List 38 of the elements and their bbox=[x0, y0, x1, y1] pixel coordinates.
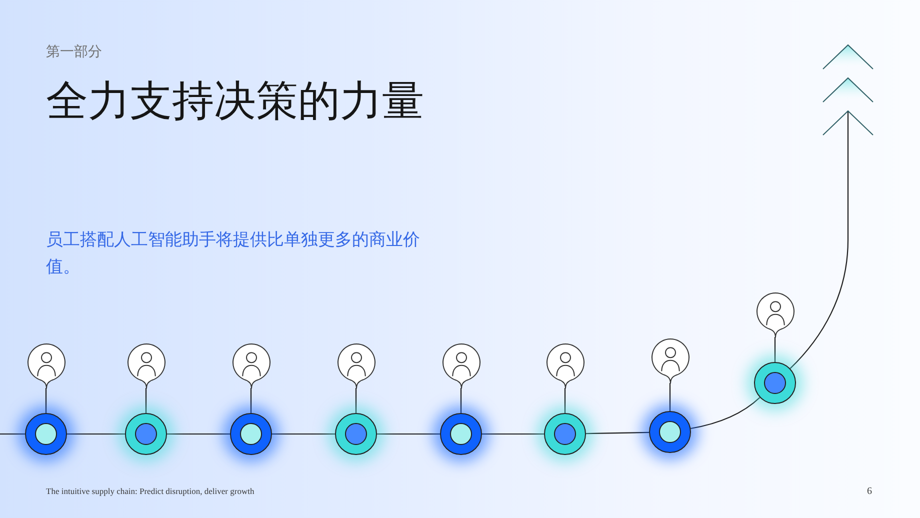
connector-line bbox=[690, 397, 760, 430]
person-pin-icon bbox=[544, 342, 586, 388]
person-pin-icon bbox=[230, 342, 272, 388]
person-pin-icon bbox=[440, 342, 482, 388]
section-label: 第一部分 bbox=[46, 43, 102, 61]
connector-line bbox=[669, 383, 671, 411]
ring-dot-icon bbox=[649, 411, 691, 453]
connector-line bbox=[45, 388, 47, 413]
person-pin-icon bbox=[754, 292, 796, 338]
footer-text: The intuitive supply chain: Predict disruption, deliver growth bbox=[46, 485, 254, 497]
person-pin-icon bbox=[650, 338, 690, 384]
page-number: 6 bbox=[867, 485, 872, 499]
slide-title: 全力支持决策的力量 bbox=[46, 77, 424, 125]
connector-line bbox=[355, 388, 357, 413]
ring-dot-icon bbox=[440, 413, 482, 455]
person-pin-icon bbox=[126, 342, 166, 388]
connector-line bbox=[272, 433, 335, 435]
connector-line bbox=[0, 433, 25, 435]
curved-arrow bbox=[790, 44, 874, 369]
connector-line bbox=[377, 433, 440, 435]
connector-line bbox=[586, 432, 650, 434]
connector-line bbox=[250, 388, 252, 413]
ring-dot-icon bbox=[544, 413, 586, 455]
connector-line bbox=[167, 433, 230, 435]
body-text: 员工搭配人工智能助手将提供比单独更多的商业价值。 bbox=[46, 229, 421, 279]
ring-dot-icon bbox=[230, 413, 272, 455]
connector-line bbox=[564, 388, 566, 413]
connector-line bbox=[482, 433, 544, 435]
ring-dot-icon bbox=[25, 413, 67, 455]
connector-line bbox=[774, 337, 776, 362]
ring-dot-icon bbox=[335, 413, 377, 455]
connector-line bbox=[460, 388, 462, 413]
connector-line bbox=[145, 388, 147, 413]
ring-dot-icon bbox=[125, 413, 167, 455]
person-pin-icon bbox=[26, 342, 66, 388]
person-pin-icon bbox=[336, 342, 376, 388]
ring-dot-icon bbox=[754, 362, 796, 404]
connector-line bbox=[67, 433, 125, 435]
